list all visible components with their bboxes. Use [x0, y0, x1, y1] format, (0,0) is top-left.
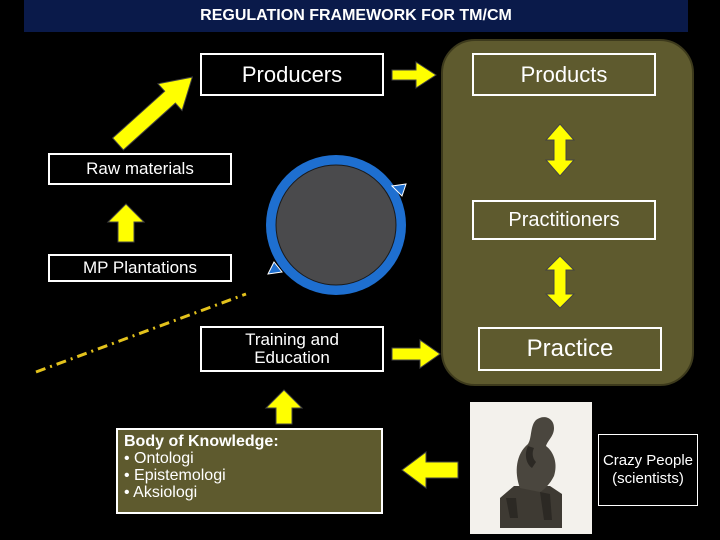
- arrow-crazy-to-bok: [402, 452, 458, 488]
- arrow-practitioners-practice: [546, 256, 574, 308]
- arrow-training-to-practice: [392, 340, 440, 368]
- arrow-products-practitioners: [546, 124, 574, 176]
- dashed-divider: [36, 294, 246, 372]
- arrow-bok-to-training: [266, 390, 302, 424]
- arrow-plantations-to-raw: [108, 204, 144, 242]
- cycle-core: [276, 165, 396, 285]
- arrow-raw-to-producers: [106, 64, 204, 158]
- arrow-producers-to-products: [392, 62, 436, 88]
